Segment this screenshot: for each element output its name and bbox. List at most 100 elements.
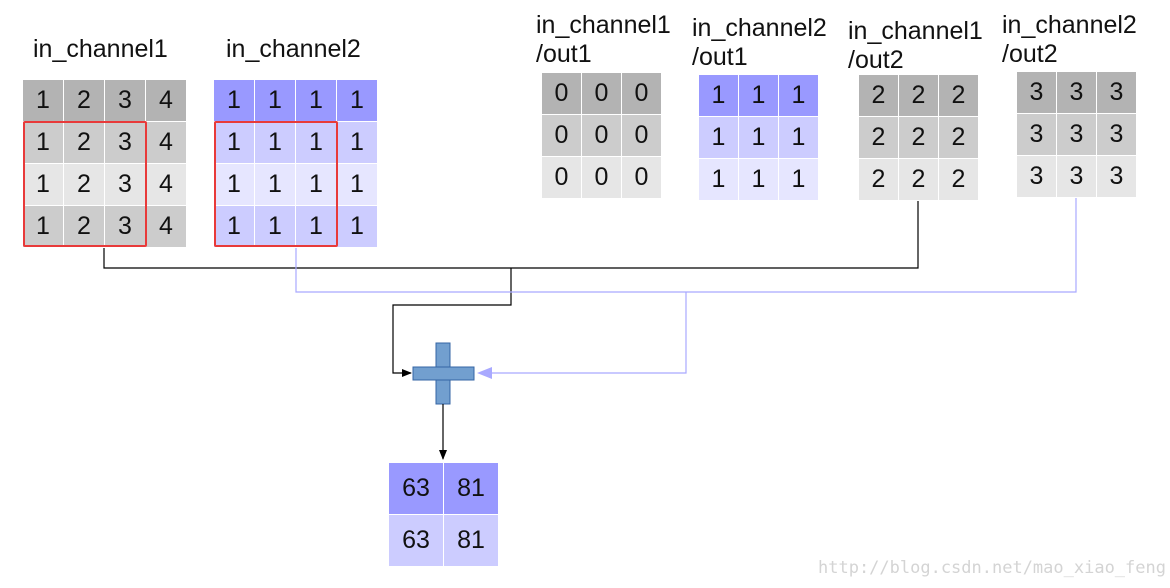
matrix-cell: 3 — [1056, 71, 1097, 114]
in-channel2-label: in_channel2 — [226, 35, 361, 63]
kernel-in1-out2-label-line2: /out2 — [848, 46, 904, 74]
matrix-cell: 2 — [938, 116, 979, 159]
matrix-cell: 4 — [145, 79, 187, 122]
matrix-cell: 0 — [541, 156, 582, 199]
matrix-cell: 1 — [778, 116, 819, 159]
matrix-cell: 2 — [938, 158, 979, 201]
matrix-cell: 1 — [213, 79, 255, 122]
blue-wire-branch — [490, 292, 687, 374]
matrix-cell: 1 — [254, 205, 296, 248]
matrix-cell: 4 — [145, 163, 187, 206]
matrix-cell: 3 — [1016, 155, 1057, 198]
matrix-cell: 1 — [778, 74, 819, 117]
matrix-cell: 0 — [581, 72, 622, 115]
matrix-cell: 3 — [1056, 113, 1097, 156]
matrix-cell: 1 — [22, 121, 64, 164]
matrix-cell: 2 — [63, 205, 105, 248]
matrix-cell: 0 — [581, 114, 622, 157]
matrix-cell: 2 — [63, 121, 105, 164]
matrix-cell: 2 — [898, 158, 939, 201]
matrix-cell: 81 — [443, 514, 499, 567]
matrix-cell: 63 — [388, 514, 444, 567]
kernel-in2-out2-label-line2: /out2 — [1002, 40, 1058, 68]
matrix-cell: 1 — [22, 163, 64, 206]
in-channel1-label: in_channel1 — [33, 35, 168, 63]
matrix-cell: 81 — [443, 462, 499, 515]
matrix-cell: 3 — [104, 205, 146, 248]
matrix-cell: 4 — [145, 121, 187, 164]
matrix-cell: 1 — [336, 79, 378, 122]
matrix-cell: 2 — [858, 74, 899, 117]
matrix-cell: 1 — [295, 79, 337, 122]
blue-wire — [295, 196, 1077, 293]
kernel-in2-out2-label-line1: in_channel2 — [1002, 11, 1137, 39]
matrix-cell: 1 — [22, 205, 64, 248]
matrix-cell: 3 — [1016, 71, 1057, 114]
matrix-cell: 1 — [698, 74, 739, 117]
matrix-cell: 3 — [1096, 71, 1137, 114]
matrix-cell: 2 — [858, 158, 899, 201]
matrix-cell: 2 — [858, 116, 899, 159]
matrix-cell: 1 — [22, 79, 64, 122]
matrix-cell: 1 — [738, 158, 779, 201]
blue-wire-arrowhead — [477, 367, 492, 379]
matrix-cell: 3 — [104, 121, 146, 164]
matrix-cell: 0 — [541, 72, 582, 115]
matrix-cell: 2 — [898, 116, 939, 159]
matrix-cell: 3 — [1016, 113, 1057, 156]
matrix-cell: 1 — [213, 205, 255, 248]
kernel-in1-out2-label-line1: in_channel1 — [848, 17, 983, 45]
matrix-cell: 0 — [541, 114, 582, 157]
matrix-cell: 1 — [738, 74, 779, 117]
matrix-cell: 2 — [898, 74, 939, 117]
matrix-cell: 3 — [104, 79, 146, 122]
matrix-cell: 0 — [581, 156, 622, 199]
matrix-cell: 0 — [621, 114, 662, 157]
matrix-cell: 2 — [63, 163, 105, 206]
plus-icon — [412, 342, 475, 405]
matrix-cell: 1 — [295, 205, 337, 248]
window-highlight-channel1 — [23, 121, 147, 247]
matrix-cell: 3 — [1056, 155, 1097, 198]
kernel-in2-out1-label-line1: in_channel2 — [692, 14, 827, 42]
kernel-in1-out1-label-line1: in_channel1 — [536, 11, 671, 39]
matrix-cell: 1 — [778, 158, 819, 201]
matrix-cell: 4 — [145, 205, 187, 248]
watermark: http://blog.csdn.net/mao_xiao_feng — [818, 558, 1166, 578]
window-highlight-channel2 — [214, 121, 338, 247]
matrix-cell: 1 — [254, 79, 296, 122]
matrix-cell: 1 — [213, 163, 255, 206]
matrix-cell: 1 — [254, 121, 296, 164]
matrix-cell: 1 — [698, 116, 739, 159]
matrix-cell: 1 — [336, 163, 378, 206]
matrix-cell: 3 — [1096, 113, 1137, 156]
matrix-cell: 1 — [254, 163, 296, 206]
matrix-cell: 3 — [104, 163, 146, 206]
kernel-in1-out1-label-line2: /out1 — [536, 40, 592, 68]
